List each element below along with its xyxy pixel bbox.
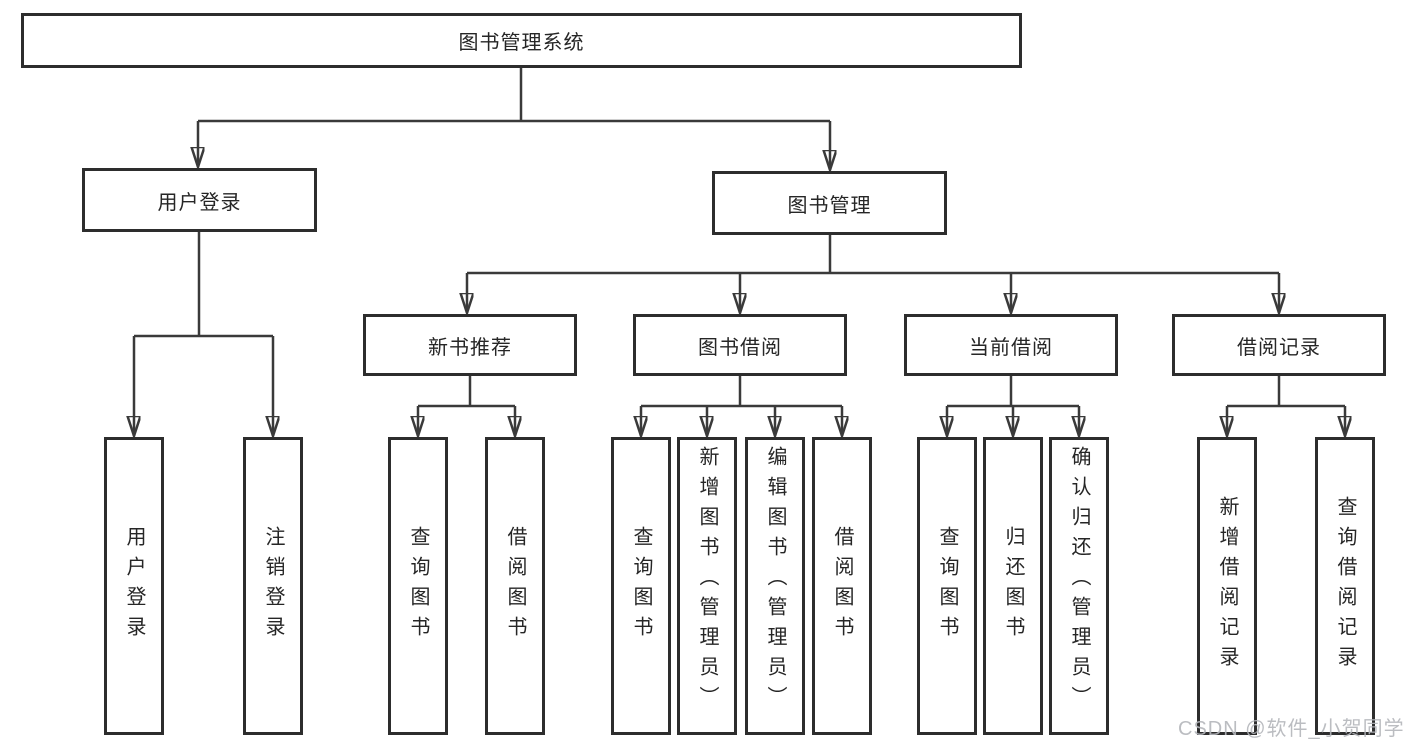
csdn-watermark: CSDN @软件_小贺同学 — [1178, 718, 1405, 740]
node-confirm-return-admin: 确认归还（管理员） — [1049, 437, 1109, 735]
node-borrow-books-recommend: 借阅图书 — [485, 437, 545, 735]
node-root: 图书管理系统 — [21, 13, 1022, 68]
node-edit-book-admin: 编辑图书（管理员） — [745, 437, 805, 735]
node-add-borrow-record: 新增借阅记录 — [1197, 437, 1257, 735]
node-current-borrowing: 当前借阅 — [904, 314, 1118, 376]
node-query-borrow-record: 查询借阅记录 — [1315, 437, 1375, 735]
node-user-login: 用户登录 — [104, 437, 164, 735]
node-query-books-current: 查询图书 — [917, 437, 977, 735]
node-book-borrowing: 图书借阅 — [633, 314, 847, 376]
node-user-login-group: 用户登录 — [82, 168, 317, 232]
node-borrowing-records: 借阅记录 — [1172, 314, 1386, 376]
node-query-books-recommend: 查询图书 — [388, 437, 448, 735]
node-borrow-books: 借阅图书 — [812, 437, 872, 735]
node-new-book-recommend: 新书推荐 — [363, 314, 577, 376]
node-logout: 注销登录 — [243, 437, 303, 735]
node-return-books: 归还图书 — [983, 437, 1043, 735]
node-book-management: 图书管理 — [712, 171, 947, 235]
node-query-books-borrow: 查询图书 — [611, 437, 671, 735]
node-add-book-admin: 新增图书（管理员） — [677, 437, 737, 735]
